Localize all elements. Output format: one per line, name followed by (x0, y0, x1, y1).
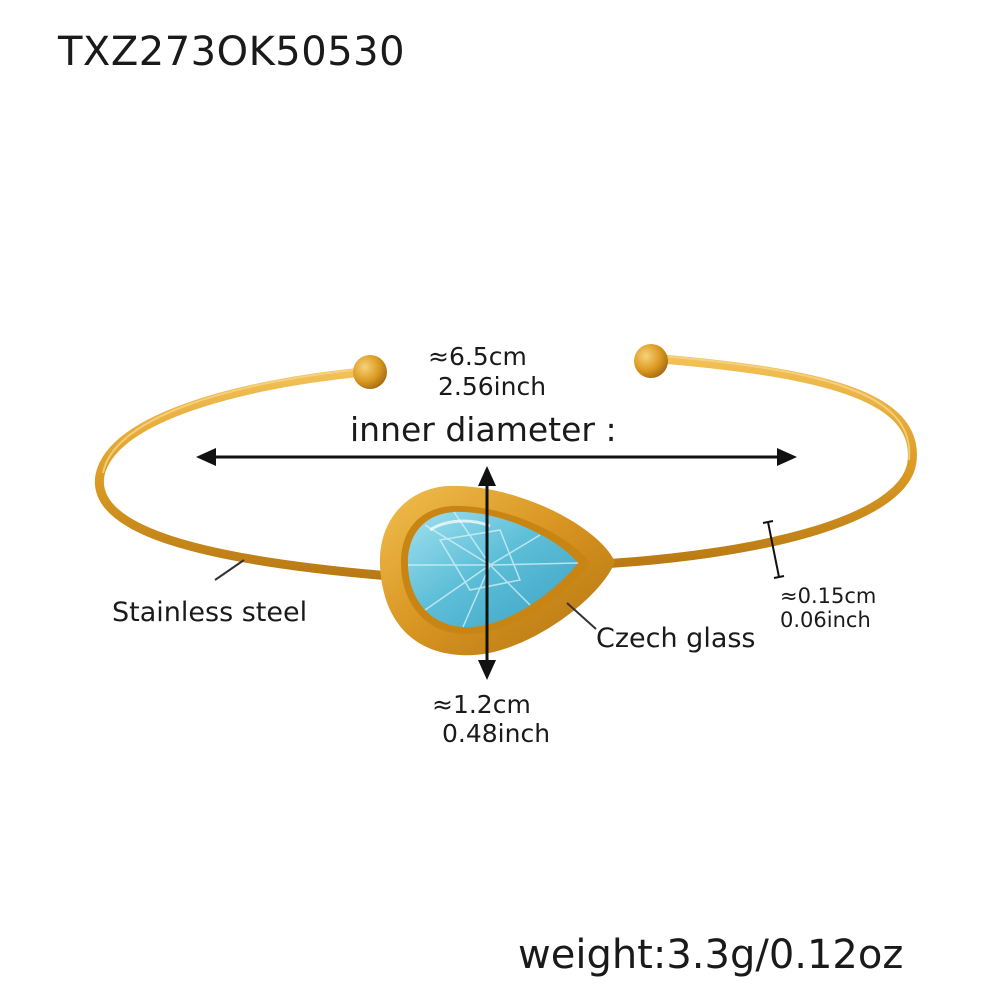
height-arrow (478, 466, 496, 680)
height-cm-label: ≈1.2cm (432, 690, 531, 719)
width-inch-label: 2.56inch (438, 372, 547, 401)
thickness-cm-label: ≈0.15cm (780, 584, 877, 608)
end-ball-right (634, 344, 668, 378)
thickness-inch-label: 0.06inch (780, 608, 871, 632)
product-code: TXZ273OK50530 (58, 29, 406, 75)
width-arrow (196, 448, 797, 466)
band-material-label: Stainless steel (112, 597, 308, 628)
inner-diameter-label: inner diameter : (350, 410, 617, 449)
teardrop-pendant (379, 485, 615, 656)
height-inch-label: 0.48inch (442, 719, 551, 748)
width-cm-label: ≈6.5cm (428, 342, 527, 371)
weight-label: weight:3.3g/0.12oz (518, 932, 904, 978)
glass-leader-line (566, 602, 597, 630)
thickness-marker (762, 520, 785, 579)
end-ball-left (353, 355, 387, 389)
bracelet-band (94, 353, 917, 581)
stone-material-label: Czech glass (596, 623, 756, 654)
steel-leader-line (214, 559, 245, 581)
